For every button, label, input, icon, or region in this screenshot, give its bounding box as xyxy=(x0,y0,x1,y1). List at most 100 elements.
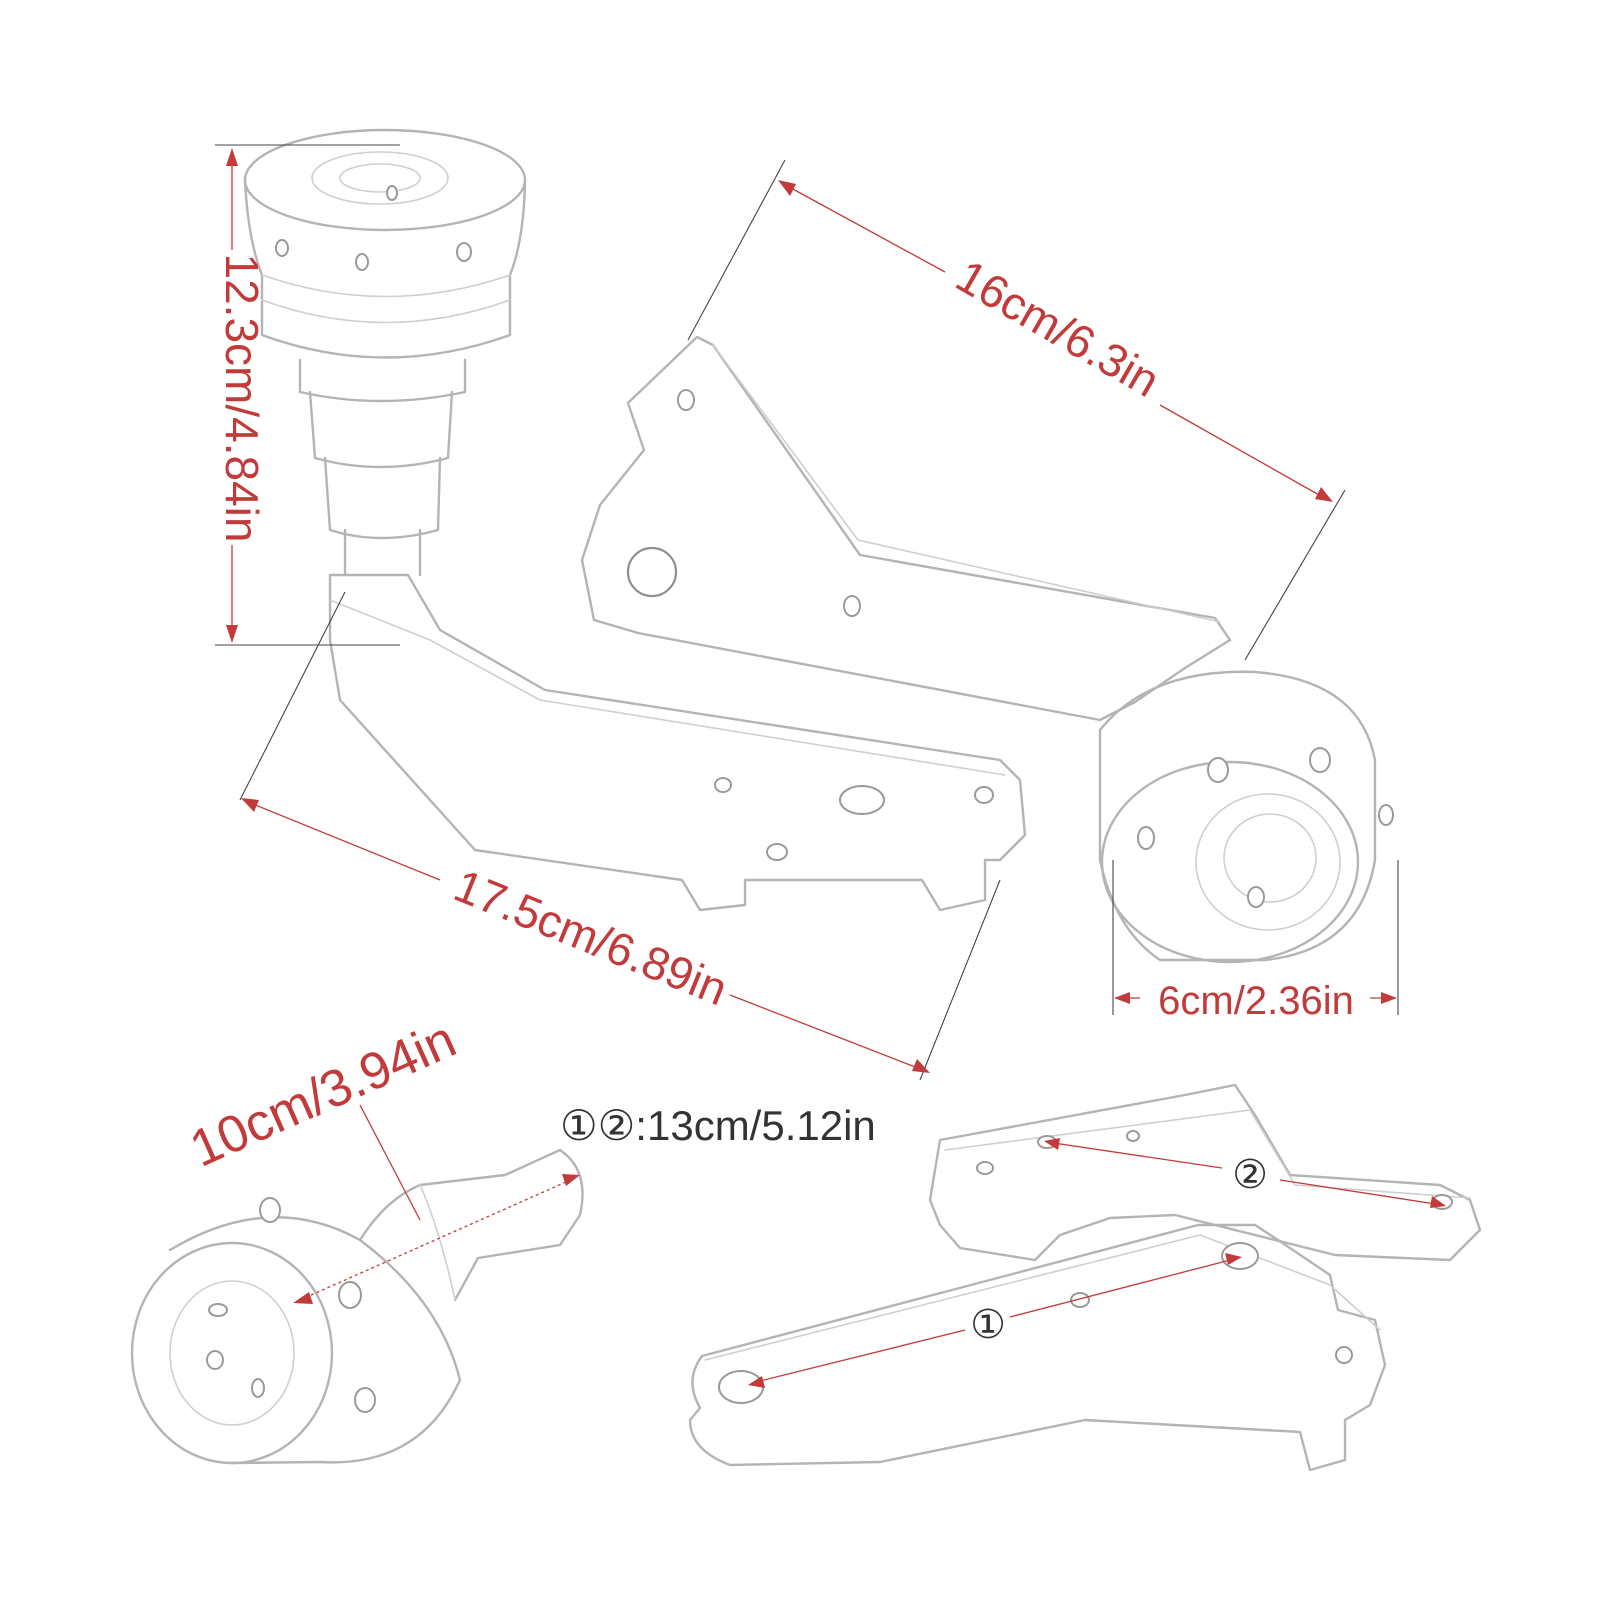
slider-bolt-hole xyxy=(1137,826,1155,850)
slider-cap-rim xyxy=(261,274,511,298)
extension-line xyxy=(919,879,1001,1081)
plate-hole xyxy=(1070,1292,1090,1308)
plate-1-edge xyxy=(704,1234,1381,1361)
slider-bolt-hole xyxy=(386,185,398,201)
dimension-label-slider-height: 12.3cm/4.84in xyxy=(216,254,268,543)
dimension-line xyxy=(1159,404,1329,501)
slider-shaft-neck xyxy=(343,528,422,577)
slider-face-hole xyxy=(251,1378,265,1398)
slider-side-shaft-edge xyxy=(419,1184,456,1301)
slider-side-view xyxy=(130,1148,584,1465)
dimension-plate-1: ① xyxy=(748,1253,1242,1388)
arrow-head xyxy=(226,148,238,166)
slider-bolt-hole xyxy=(338,1281,362,1309)
slider-shaft-step-1 xyxy=(298,358,467,403)
slider-right-face xyxy=(1100,760,1360,964)
arrow-head xyxy=(241,798,259,812)
dimension-label-lower-bracket: 17.5cm/6.89in xyxy=(447,859,734,1015)
dimension-label-plate-spacing: ①②:13cm/5.12in xyxy=(560,1102,876,1149)
dimension-line xyxy=(359,1104,421,1221)
dimension-line xyxy=(1046,1141,1223,1169)
bracket-bolt-hole xyxy=(677,389,695,411)
arrow-head xyxy=(778,180,796,196)
arrow-head xyxy=(562,1174,580,1186)
arrow-head xyxy=(1114,992,1130,1004)
arrow-head xyxy=(1430,1196,1446,1208)
bracket-bolt-hole xyxy=(974,786,994,804)
slider-side-body xyxy=(168,1216,462,1465)
dimension-upper-bracket: 16cm/6.3in xyxy=(687,159,1346,661)
dimension-plate-2: ② xyxy=(1044,1138,1446,1208)
dimension-label-slider-length: 10cm/3.94in xyxy=(182,1010,464,1178)
slider-bolt-hole xyxy=(354,1387,376,1413)
slider-right-body xyxy=(1098,670,1377,962)
extension-line xyxy=(239,591,346,801)
plate-hole xyxy=(1126,1130,1140,1142)
plate-1-outline xyxy=(688,1223,1387,1472)
slider-side-face-inner xyxy=(169,1280,295,1426)
slider-right-face-core xyxy=(1223,813,1317,903)
arrow-head xyxy=(1381,992,1397,1004)
bracket-lower-top-edge xyxy=(329,599,1006,776)
bracket-bolt-hole xyxy=(843,595,861,617)
plate-2-edge xyxy=(944,1109,1471,1199)
dimension-slider-length: 10cm/3.94in xyxy=(182,1010,580,1304)
arrow-head xyxy=(1044,1138,1060,1150)
bracket-upper-outline xyxy=(580,335,1232,722)
dimension-line xyxy=(299,1177,576,1301)
dimension-line xyxy=(242,799,441,881)
arrow-head xyxy=(748,1376,765,1388)
dimension-label-upper-bracket: 16cm/6.3in xyxy=(948,249,1169,407)
plate-marker-1: ① xyxy=(970,1303,1006,1347)
bracket-bolt-hole xyxy=(766,843,788,861)
plate-2-outline xyxy=(928,1083,1482,1262)
bracket-boss xyxy=(839,785,885,815)
slider-bolt-hole xyxy=(1207,757,1229,783)
slider-cap-inner xyxy=(311,151,449,205)
slider-bolt-hole xyxy=(1247,886,1265,908)
plate-hole xyxy=(1335,1346,1353,1364)
slider-cap-band xyxy=(261,299,511,324)
plate-marker-2: ② xyxy=(1232,1153,1268,1197)
dimension-line xyxy=(1009,1257,1239,1318)
slider-bolt-hole xyxy=(275,239,289,257)
slider-bolt-hole xyxy=(1309,747,1331,773)
dimension-lower-bracket: 17.5cm/6.89in xyxy=(239,591,1001,1081)
slider-cap-body xyxy=(243,178,527,359)
arrow-head xyxy=(293,1292,313,1304)
plate-hole xyxy=(976,1161,994,1175)
slider-bolt-hole xyxy=(355,253,369,271)
slider-cap-core xyxy=(339,163,421,193)
slider-bolt-hole xyxy=(456,242,472,262)
slider-side-shaft xyxy=(358,1148,584,1302)
extension-line xyxy=(687,159,786,341)
slider-bolt-hole xyxy=(259,1197,281,1223)
bracket-lower-outline xyxy=(328,573,1027,912)
slider-bolt-hole xyxy=(1378,804,1394,826)
arrow-head xyxy=(912,1059,930,1073)
slider-face-hole xyxy=(206,1350,224,1370)
arrow-head xyxy=(1315,487,1333,502)
dimension-label-slider-diameter: 6cm/2.36in xyxy=(1158,979,1354,1023)
arrow-head xyxy=(226,625,238,643)
bracket-bolt-hole xyxy=(714,777,732,793)
bracket-large-hole xyxy=(626,546,678,598)
slider-with-bracket-left xyxy=(243,128,1027,912)
dimension-line xyxy=(779,181,946,273)
slider-shaft-step-3 xyxy=(323,456,442,540)
dimension-line xyxy=(1279,1179,1443,1206)
bracket-upper-top-edge xyxy=(712,344,1221,623)
slider-with-bracket-right xyxy=(580,335,1394,964)
dimension-slider-height: 12.3cm/4.84in xyxy=(215,144,400,646)
arrow-head xyxy=(1225,1253,1242,1265)
slider-side-face xyxy=(130,1241,334,1465)
slider-face-hole xyxy=(208,1303,228,1317)
slider-right-face-inner xyxy=(1195,793,1341,931)
dimension-line xyxy=(751,1329,966,1384)
dimension-slider-diameter: 6cm/2.36in xyxy=(1112,860,1399,1023)
extension-line xyxy=(1244,489,1346,661)
slider-shaft-step-2 xyxy=(308,390,454,469)
plate-hole xyxy=(718,1370,764,1404)
mounting-plates xyxy=(688,1083,1482,1472)
